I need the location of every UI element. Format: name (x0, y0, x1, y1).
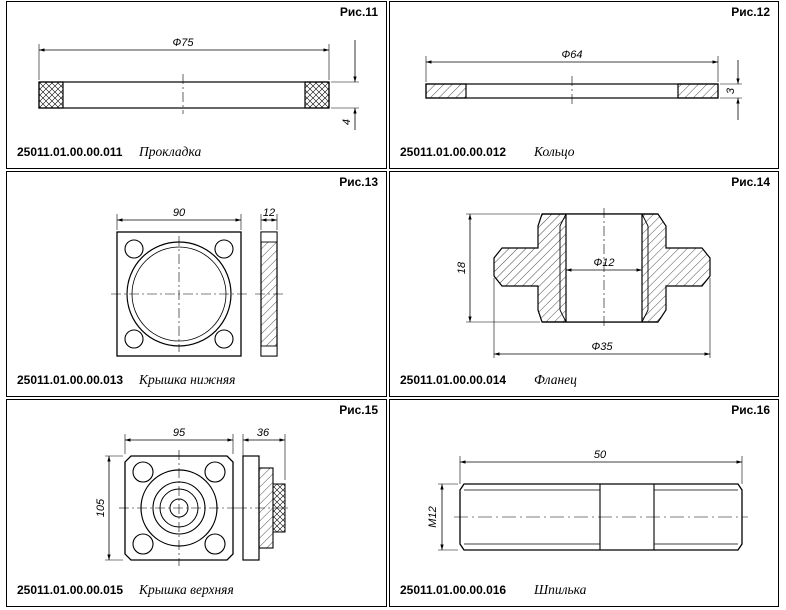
dim-width: 90 (173, 207, 186, 219)
dim-height: 105 (95, 498, 107, 517)
dim-thread: M12 (427, 506, 439, 527)
top-cover-drawing: 95 105 36 (95, 427, 291, 566)
stud-drawing: 50 M12 (427, 449, 748, 551)
figure-label: Рис.16 (731, 403, 770, 417)
figure-panel-14: Рис.14 Ф12 18 Ф35 25011.01.00.00.014 Фла… (389, 171, 779, 397)
figure-label: Рис.15 (339, 403, 378, 417)
dim-diameter: Ф64 (562, 49, 583, 61)
part-name: Шпилька (534, 582, 587, 597)
gasket-drawing: Ф75 4 (38, 37, 359, 130)
figure-panel-15: Рис.15 95 105 36 25011.01.00.00.015 Крыш… (6, 399, 387, 607)
figure-panel-12: Рис.12 Ф64 3 25011.01.00.00.012 Кольцо (389, 1, 779, 169)
flange-drawing: Ф12 18 Ф35 (456, 208, 711, 358)
dim-width: 95 (173, 427, 186, 439)
part-code: 25011.01.00.00.013 (17, 373, 124, 387)
part-name: Фланец (534, 372, 577, 387)
part-code: 25011.01.00.00.016 (400, 583, 507, 597)
dim-outer-diameter: Ф35 (592, 341, 614, 353)
figure-panel-11: Рис.11 Ф75 4 25011.01.00.00.011 Прокладк… (6, 1, 387, 169)
part-name: Крышка верхняя (139, 582, 234, 597)
dim-length: 50 (594, 449, 607, 461)
figure-panel-13: Рис.13 90 12 25011.01.00.00.013 Крышка н… (6, 171, 387, 397)
ring-drawing: Ф64 3 (425, 49, 742, 120)
part-code: 25011.01.00.00.014 (400, 373, 507, 387)
bottom-cover-drawing: 90 12 (111, 207, 283, 357)
figure-label: Рис.12 (731, 5, 770, 19)
figure-label: Рис.11 (339, 5, 378, 19)
dim-thickness: 3 (725, 87, 737, 94)
part-code: 25011.01.00.00.012 (400, 145, 507, 159)
dim-thickness: 36 (257, 427, 270, 439)
part-name: Прокладка (139, 144, 202, 159)
dim-diameter: Ф75 (173, 37, 195, 49)
dim-height: 18 (456, 261, 468, 274)
figure-label: Рис.14 (731, 175, 770, 189)
dim-thickness: 12 (263, 207, 275, 219)
part-name: Кольцо (534, 144, 575, 159)
figure-panel-16: Рис.16 50 M12 25011.01.00.00.016 Шпилька (389, 399, 779, 607)
part-code: 25011.01.00.00.011 (17, 145, 123, 159)
part-name: Крышка нижняя (139, 372, 236, 387)
dim-thickness: 4 (341, 119, 353, 125)
figure-label: Рис.13 (339, 175, 378, 189)
part-code: 25011.01.00.00.015 (17, 583, 124, 597)
